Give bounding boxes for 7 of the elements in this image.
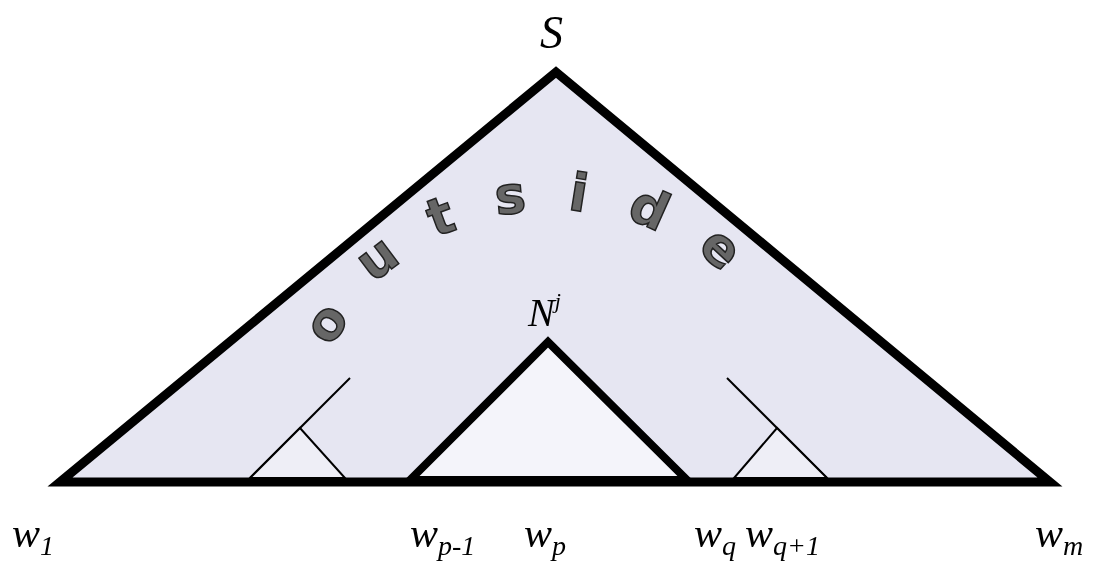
word-label: w$_{q}$ <box>694 512 736 560</box>
word-label: w$_{m}$ <box>1035 512 1084 560</box>
word-label: w$_{q+1}$ <box>745 512 820 560</box>
root-label: S <box>540 10 563 56</box>
word-label: w$_{1}$ <box>12 512 54 560</box>
word-label: w$_{p}$ <box>524 512 566 560</box>
word-label: w$_{p-1}$ <box>410 512 476 560</box>
